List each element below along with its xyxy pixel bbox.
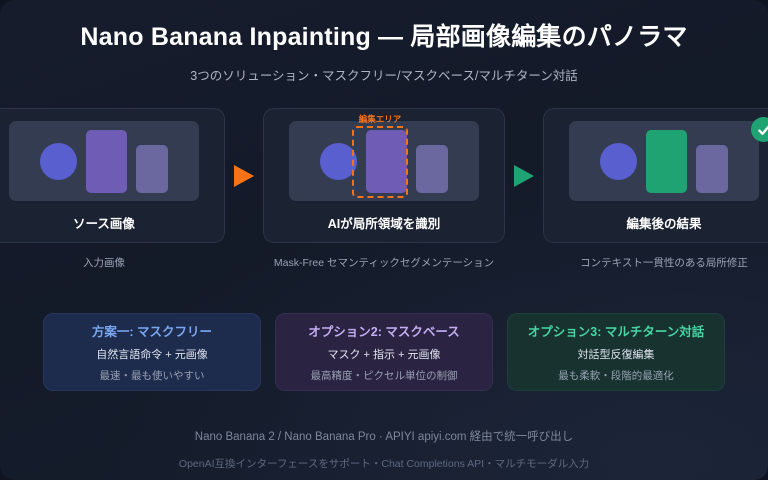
short-rect-shape-icon <box>696 144 728 193</box>
option-note: 最も柔軟・段階的最適化 <box>558 370 674 382</box>
option-title: オプション2: マスクベース <box>308 325 460 339</box>
step-caption: Mask-Free セマンティックセグメンテーション <box>273 257 495 269</box>
header: Nano Banana Inpainting — 局部画像編集のパノラマ 3つの… <box>0 0 768 84</box>
flow-step-result: 編集後の結果 コンテキスト一貫性のある局所修正 <box>543 108 768 270</box>
flow-step-source: ソース画像 入力画像 <box>0 108 225 270</box>
option-detail: 自然言語命令 + 元画像 <box>96 349 208 361</box>
image-canvas-source <box>9 121 199 201</box>
step-caption: 入力画像 <box>83 257 125 269</box>
option-detail: マスク + 指示 + 元画像 <box>327 349 441 361</box>
arrow-step2-to-step3-icon <box>514 165 534 187</box>
option-card-maskfree[interactable]: 方案一: マスクフリー 自然言語命令 + 元画像 最速・最も使いやすい <box>43 313 261 391</box>
check-icon <box>751 117 768 142</box>
step-card-result[interactable]: 編集後の結果 <box>543 108 768 243</box>
edit-region-label: 編集エリア <box>358 114 402 124</box>
flow-diagram: ソース画像 入力画像 編集エリア AIが局所領域を識別 Mask-Free セマ… <box>0 108 768 270</box>
step-title: ソース画像 <box>73 217 135 231</box>
option-title: 方案一: マスクフリー <box>91 325 213 339</box>
edit-region-selection-box[interactable]: 編集エリア <box>352 114 408 198</box>
arrow-step1-to-step2-icon <box>234 165 254 187</box>
image-canvas-detect: 編集エリア <box>289 114 479 201</box>
footer-line-1: Nano Banana 2 / Nano Banana Pro · APIYI … <box>194 431 574 443</box>
step-title: AIが局所領域を識別 <box>327 217 441 231</box>
flow-step-detect: 編集エリア AIが局所領域を識別 Mask-Free セマンティックセグメンテー… <box>263 108 505 270</box>
circle-shape-icon <box>40 142 77 180</box>
option-card-maskbased[interactable]: オプション2: マスクベース マスク + 指示 + 元画像 最高精度・ピクセル単… <box>275 313 493 391</box>
option-title: オプション3: マルチターン対話 <box>527 325 705 339</box>
step-caption: コンテキスト一貫性のある局所修正 <box>580 257 748 269</box>
option-card-multiturn[interactable]: オプション3: マルチターン対話 対話型反復編集 最も柔軟・段階的最適化 <box>507 313 725 391</box>
tall-rect-shape-icon <box>86 129 127 193</box>
footer-line-2: OpenAI互換インターフェースをサポート・Chat Completions A… <box>178 458 590 470</box>
page-title: Nano Banana Inpainting — 局部画像編集のパノラマ <box>80 23 688 51</box>
image-canvas-result <box>569 121 759 201</box>
tall-rect-shape-icon <box>366 129 407 193</box>
page-subtitle: 3つのソリューション・マスクフリー/マスクベース/マルチターン対話 <box>190 69 578 83</box>
circle-shape-icon <box>320 142 357 180</box>
step-card-detect[interactable]: 編集エリア AIが局所領域を識別 <box>263 108 505 243</box>
circle-shape-icon <box>600 142 637 180</box>
option-note: 最高精度・ピクセル単位の制御 <box>310 370 458 382</box>
step-title: 編集後の結果 <box>626 217 702 231</box>
option-cards: 方案一: マスクフリー 自然言語命令 + 元画像 最速・最も使いやすい オプショ… <box>0 313 768 391</box>
footer: Nano Banana 2 / Nano Banana Pro · APIYI … <box>0 428 768 471</box>
short-rect-shape-icon <box>136 144 168 193</box>
option-detail: 対話型反復編集 <box>577 349 655 361</box>
short-rect-shape-icon <box>416 144 448 193</box>
option-note: 最速・最も使いやすい <box>99 370 205 382</box>
tall-rect-shape-edited-icon <box>646 129 687 193</box>
step-card-source[interactable]: ソース画像 <box>0 108 225 243</box>
